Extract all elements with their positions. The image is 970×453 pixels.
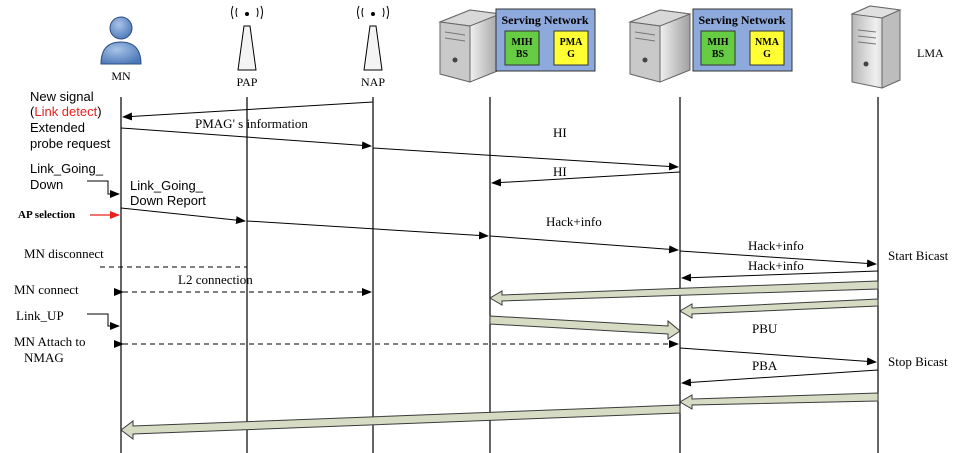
ap-selection-label: AP selection — [18, 209, 75, 221]
nap-label: NAP — [361, 75, 385, 89]
hack-info-arrow-1 — [246, 220, 489, 240]
nmag-box-line1: NMA — [755, 37, 780, 48]
mn-attach-label-1: MN Attach to — [14, 334, 86, 349]
pap-label: PAP — [237, 75, 258, 89]
mih-bs-box — [504, 30, 540, 66]
lgd-report-label-2: Down Report — [130, 193, 206, 208]
pbu-label: PBU — [752, 321, 778, 336]
lma-label: LMA — [917, 46, 944, 60]
hack-info-label-3: Hack+info — [748, 258, 804, 273]
serving-network-2: Serving Network MIH BS NMA G — [628, 8, 793, 83]
new-signal-label: New signal — [30, 89, 94, 104]
antenna-icon-nap — [357, 5, 389, 71]
mn-disconnect-label: MN disconnect — [24, 246, 104, 261]
pmag-box — [553, 30, 589, 66]
user-icon — [100, 16, 142, 65]
pba-arrow — [681, 369, 879, 387]
probe-request-label: probe request — [30, 136, 111, 151]
antenna-icon-pap — [231, 5, 263, 71]
server-icon — [438, 9, 502, 83]
nmag-box — [749, 30, 785, 66]
link-up-label: Link_UP — [16, 308, 64, 323]
hack-info-label-1: Hack+info — [546, 214, 602, 229]
hack-info-arrow-3 — [679, 250, 877, 268]
hi-arrow-1 — [372, 147, 679, 171]
extended-probe-arrow — [120, 127, 372, 150]
pmag-box-line2: G — [567, 49, 575, 60]
server-icon — [628, 9, 692, 83]
mih-box-line2: BS — [516, 49, 529, 60]
serving-network-1: Serving Network MIH BS PMA G — [438, 8, 596, 83]
bicast-data-arrow-2 — [679, 298, 879, 319]
mih-box-line2: BS — [712, 49, 725, 60]
lifelines — [120, 97, 879, 453]
extended-label: Extended — [30, 120, 85, 135]
pba-label: PBA — [752, 358, 778, 373]
hi-label-1: HI — [553, 125, 567, 140]
link-up-self-arrow — [87, 313, 120, 330]
mih-box-line1: MIH — [511, 37, 532, 48]
lgd-report-arrow — [120, 207, 246, 225]
mih-bs-box — [700, 30, 736, 66]
pbu-arrow — [679, 347, 877, 366]
hack-info-arrow-2 — [489, 235, 679, 254]
hack-info-label-2: Hack+info — [748, 238, 804, 253]
lma-to-nmag-data-arrow — [679, 392, 879, 410]
link-detect-red-text: Link detect — [34, 104, 97, 119]
bicast-data-arrow-1 — [489, 280, 879, 306]
forward-data-arrow — [489, 315, 681, 340]
mn-connect-label: MN connect — [14, 282, 79, 297]
stop-bicast-label: Stop Bicast — [888, 354, 948, 369]
nmag-to-mn-data-arrow — [120, 404, 681, 440]
link-going-down-label-2: Down — [30, 177, 63, 192]
nmag-box-line2: G — [763, 49, 771, 60]
lgd-report-label-1: Link_Going_ — [130, 178, 204, 193]
tower-server-icon — [850, 5, 902, 89]
serving-network-title: Serving Network — [502, 13, 589, 27]
new-signal-arrow — [122, 101, 374, 121]
hi-label-2: HI — [553, 164, 567, 179]
l2-connection-label: L2 connection — [178, 272, 253, 287]
pmag-info-label: PMAG' s information — [195, 116, 308, 131]
pmag-box-line1: PMA — [560, 37, 584, 48]
link-going-down-self-arrow — [87, 180, 120, 198]
mn-attach-label-2: NMAG — [24, 350, 64, 365]
link-going-down-label-1: Link_Going_ — [30, 161, 104, 176]
hi-arrow-2 — [491, 171, 681, 187]
mn-label: MN — [111, 69, 131, 83]
mih-box-line1: MIH — [707, 37, 728, 48]
hack-info-arrow-4 — [681, 270, 879, 282]
link-detect-label: (Link detect) — [30, 104, 102, 119]
start-bicast-label: Start Bicast — [888, 248, 949, 263]
serving-network-title: Serving Network — [699, 13, 786, 27]
